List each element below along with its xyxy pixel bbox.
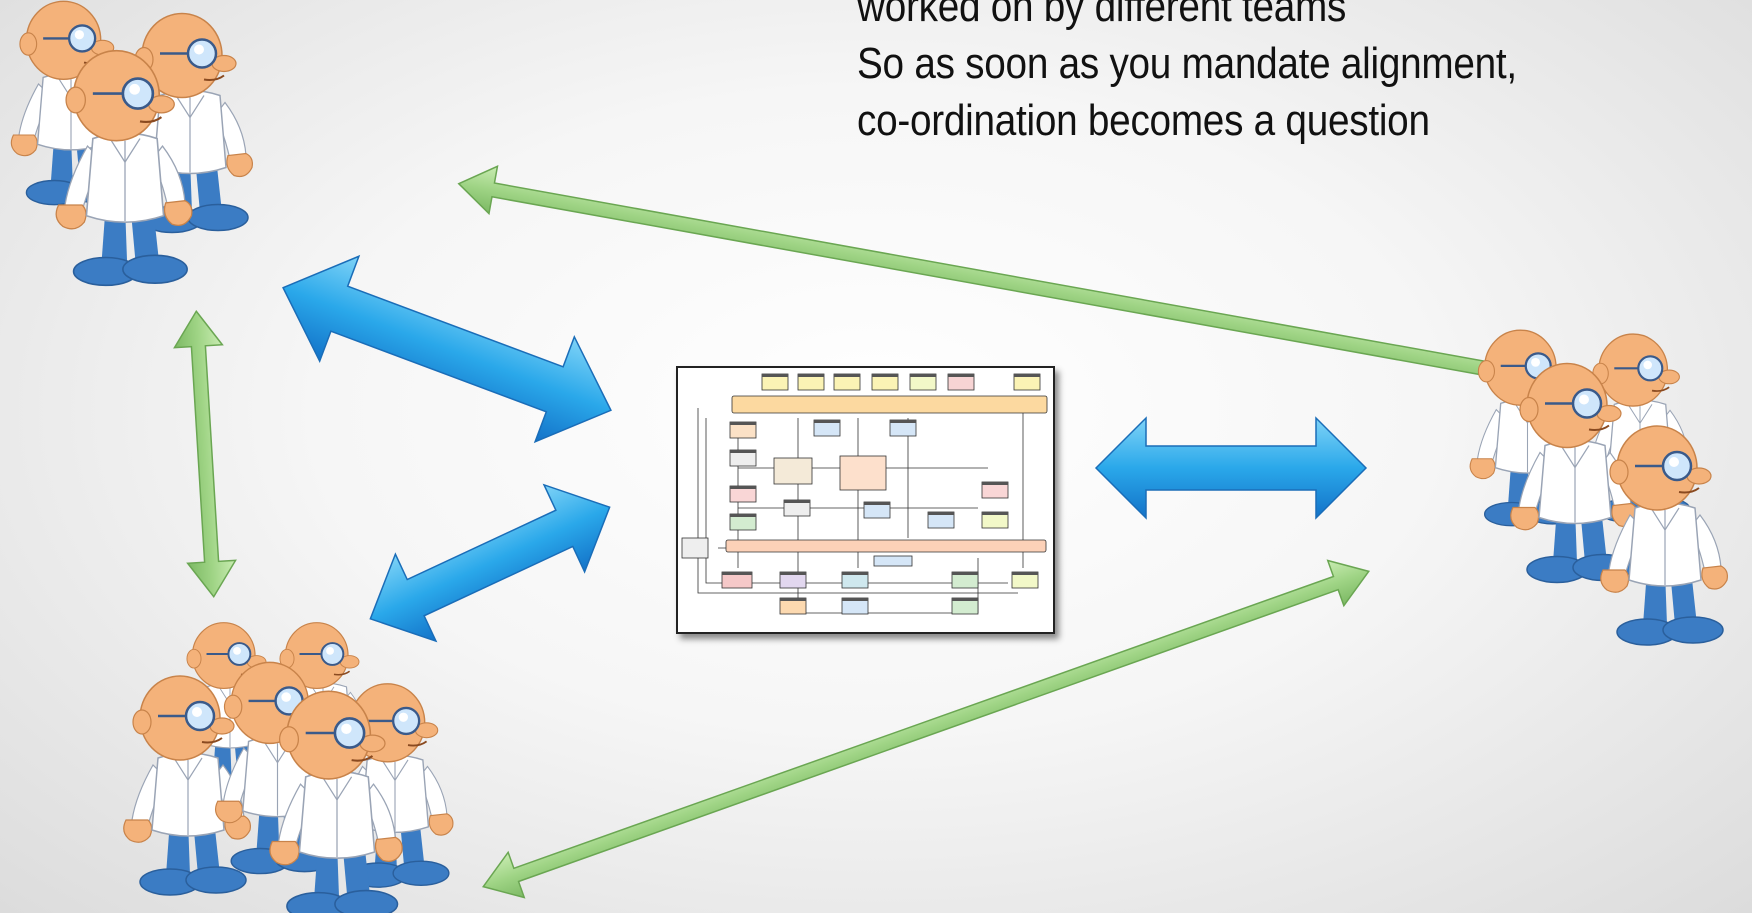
caption-text: worked on by different teams So as soon …	[857, 0, 1631, 149]
caption-line-1: worked on by different teams	[857, 0, 1347, 31]
coordination-arrow-bottom	[481, 559, 1371, 899]
alignment-arrow-top-left	[282, 254, 612, 444]
architecture-diagram	[681, 373, 1048, 615]
team-bottom-left	[122, 621, 455, 913]
coordination-arrow-left	[173, 309, 237, 599]
caption-line-3: co-ordination becomes a question	[857, 96, 1430, 145]
team-right	[1468, 328, 1729, 647]
alignment-arrow-right	[1094, 416, 1368, 520]
architecture-diagram-icon	[676, 366, 1055, 634]
team-top-left	[10, 0, 254, 287]
alignment-arrow-bottom-left	[369, 483, 611, 643]
caption-line-2: So as soon as you mandate alignment,	[857, 39, 1517, 88]
